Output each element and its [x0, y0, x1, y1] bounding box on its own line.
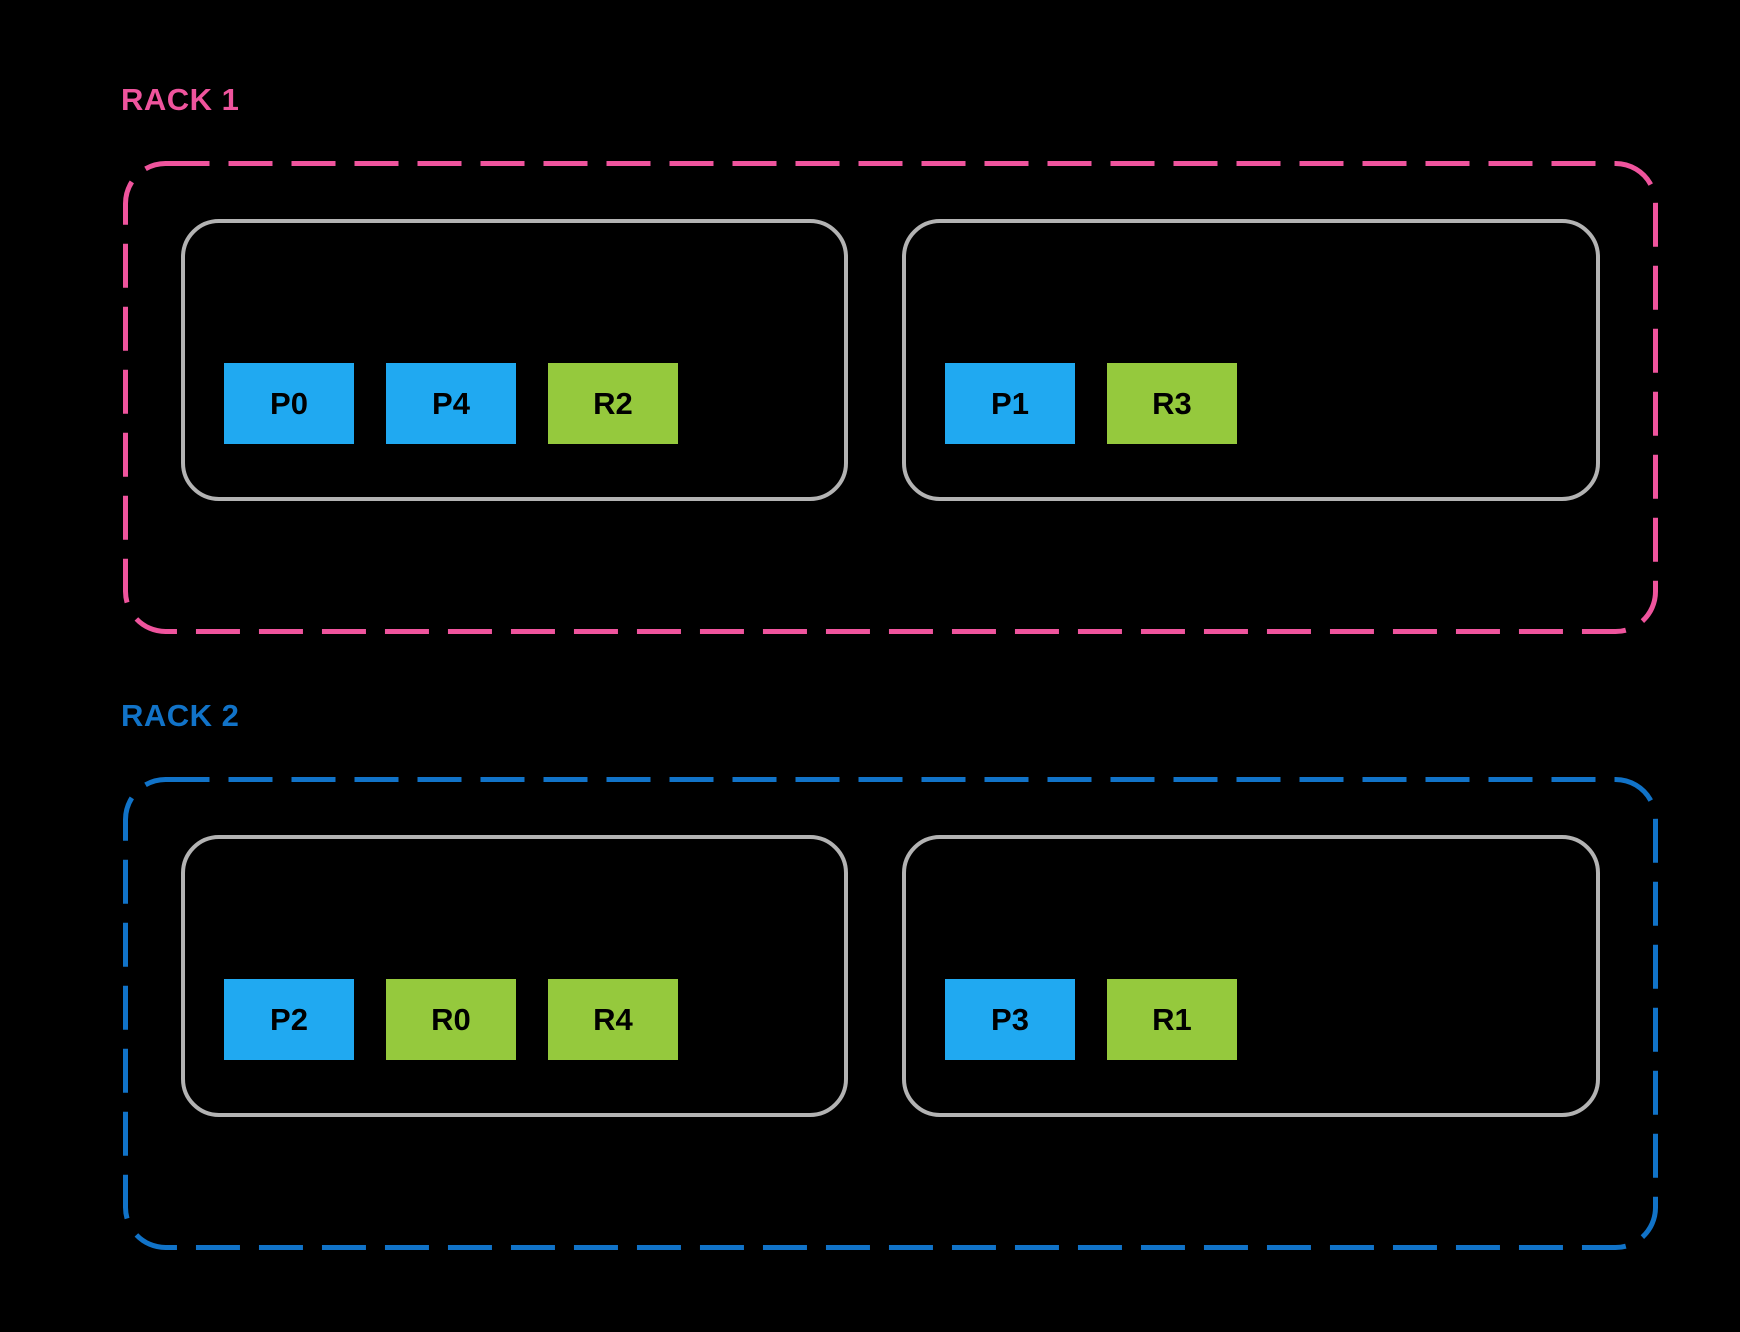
shard-box: R4: [548, 979, 678, 1060]
rack-2-node-2-shard-row: P3 R1: [945, 979, 1237, 1060]
rack-1-node-2: P1 R3: [902, 219, 1600, 501]
rack-1-node-2-shard-row: P1 R3: [945, 363, 1237, 444]
shard-box: R0: [386, 979, 516, 1060]
shard-box: R2: [548, 363, 678, 444]
rack-1-node-1: P0 P4 R2: [181, 219, 848, 501]
rack-2-node-1: P2 R0 R4: [181, 835, 848, 1117]
rack-1-label: RACK 1: [121, 82, 240, 117]
shard-box: P0: [224, 363, 354, 444]
rack-2-boundary: P2 R0 R4 P3 R1: [123, 777, 1658, 1250]
shard-box: R3: [1107, 363, 1237, 444]
shard-box: R1: [1107, 979, 1237, 1060]
rack-2-node-1-shard-row: P2 R0 R4: [224, 979, 678, 1060]
shard-box: P1: [945, 363, 1075, 444]
rack-2-dashed-border-icon: [123, 777, 1658, 1250]
rack-2-node-2: P3 R1: [902, 835, 1600, 1117]
shard-box: P3: [945, 979, 1075, 1060]
shard-box: P4: [386, 363, 516, 444]
rack-1-node-1-shard-row: P0 P4 R2: [224, 363, 678, 444]
rack-2-label: RACK 2: [121, 698, 240, 733]
rack-1-boundary: P0 P4 R2 P1 R3: [123, 161, 1658, 634]
rack-1-dashed-border-icon: [123, 161, 1658, 634]
shard-box: P2: [224, 979, 354, 1060]
